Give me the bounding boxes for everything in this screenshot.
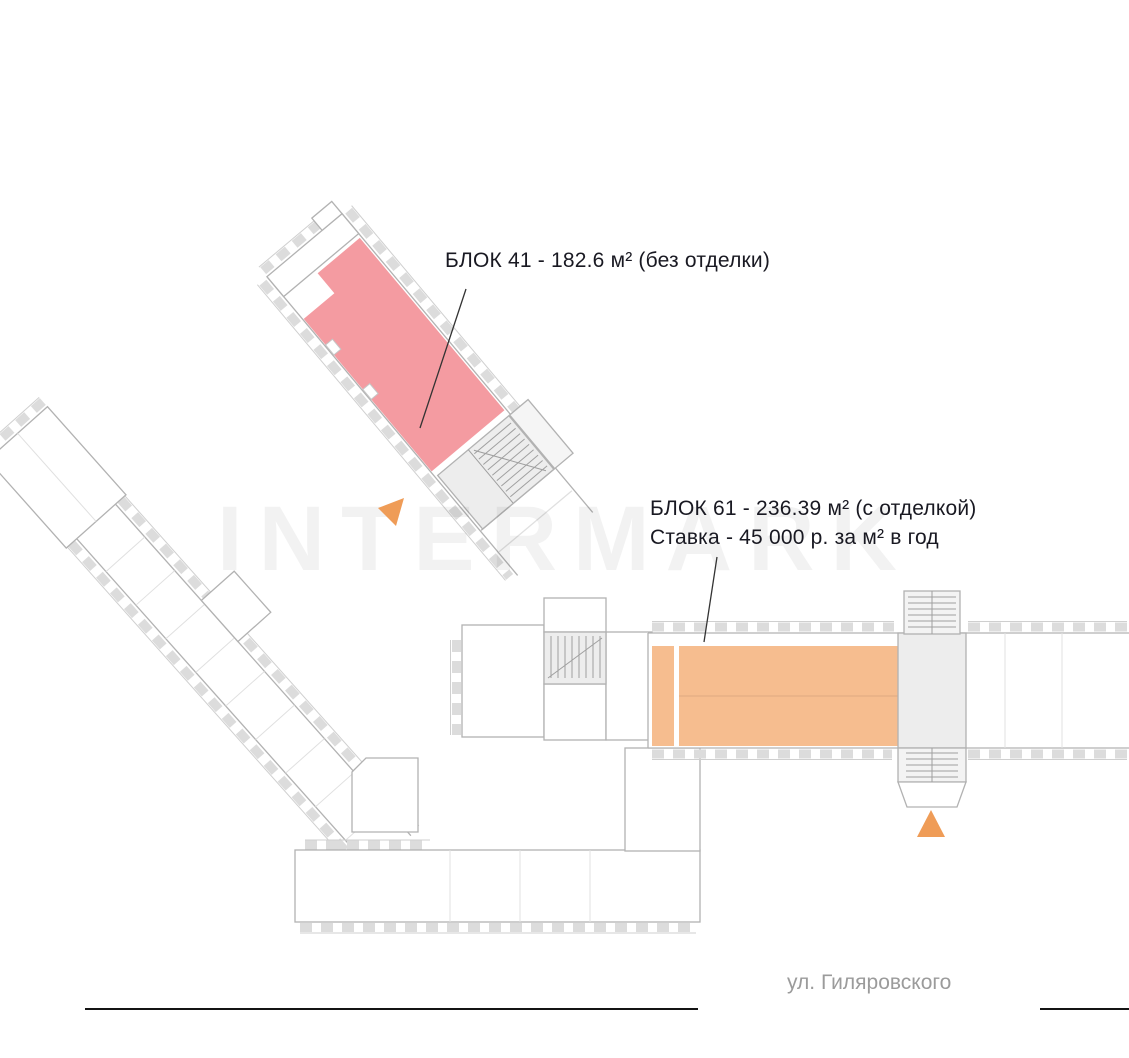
top-wing-staircase [436,398,574,530]
street-label: ул. Гиляровского [787,971,952,994]
stair-bay [897,781,967,808]
top-wing-endcap [266,212,360,298]
bottom-bay [351,757,419,833]
entrance-arrow-block61 [917,810,945,837]
footer-rule-left [85,1008,698,1010]
block61-label-line2: Ставка - 45 000 р. за м² в год [650,526,939,549]
bottom-wing [294,747,701,934]
central-core [450,597,653,741]
left-wing-stub [200,570,272,643]
watermark-text: INTERMARK [217,488,913,590]
leader-line-block41 [419,288,467,429]
bottom-connector [624,747,701,852]
block61-label-line1: БЛОК 61 - 236.39 м² (с отделкой) [650,497,977,520]
central-staircase [543,631,607,685]
top-wing-end-stub [310,200,343,232]
entrance-arrow-block41 [378,498,404,526]
leader-line-block61 [703,556,718,643]
block41-label: БЛОК 41 - 182.6 м² (без отделки) [445,249,771,272]
right-stair-core [897,590,967,808]
top-wing [256,200,594,581]
block61-label: БЛОК 61 - 236.39 м² (с отделкой) Ставка … [650,497,977,550]
footer-rule-right [1040,1008,1129,1010]
block-41-area [303,237,505,472]
block-61-area [652,646,898,746]
left-wing-head [0,405,127,549]
right-wing [647,621,1129,760]
left-wing [0,397,420,878]
